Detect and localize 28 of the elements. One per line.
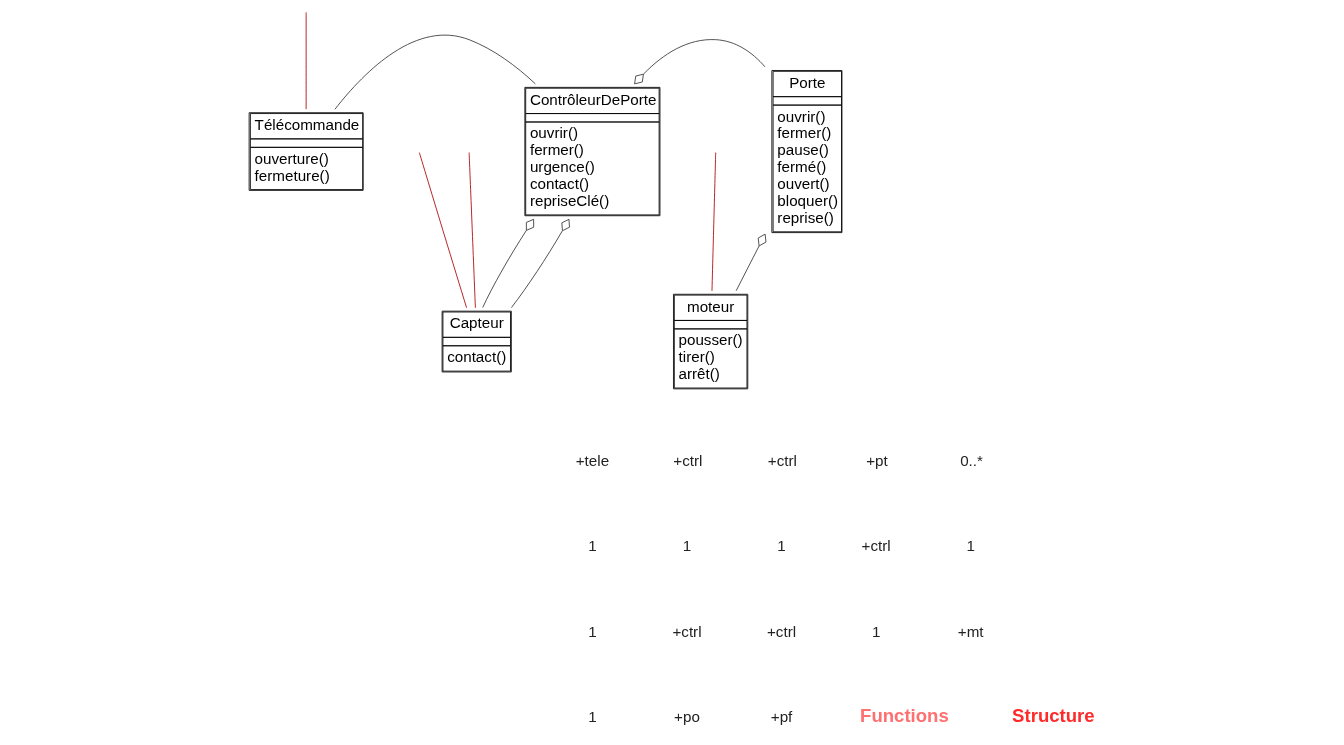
label: 1: [777, 537, 786, 555]
connector: [711, 152, 717, 292]
connector: [634, 39, 766, 85]
label: +mt: [957, 622, 984, 640]
label: 1: [588, 707, 597, 725]
connector: [468, 152, 476, 309]
label: +tele: [575, 452, 610, 470]
connector: [418, 152, 467, 309]
connector: [511, 218, 570, 308]
label: +ctrl: [861, 537, 891, 555]
label: 1: [682, 537, 692, 555]
label: 1: [871, 622, 881, 640]
connector: [334, 34, 536, 110]
label: +ctrl: [673, 452, 703, 470]
label: Functions: [860, 705, 949, 727]
label: 1: [588, 537, 597, 555]
label: +pt: [866, 452, 888, 470]
label: +ctrl: [767, 622, 797, 640]
label: Structure: [1012, 705, 1095, 727]
label: +pf: [770, 707, 793, 725]
connector: [482, 218, 535, 308]
label: +po: [674, 707, 700, 725]
label: +ctrl: [767, 452, 797, 470]
label: +ctrl: [672, 622, 702, 640]
connector: [735, 233, 767, 292]
label: 1: [966, 537, 975, 555]
label: 1: [588, 622, 597, 640]
label: 0..*: [960, 452, 983, 470]
